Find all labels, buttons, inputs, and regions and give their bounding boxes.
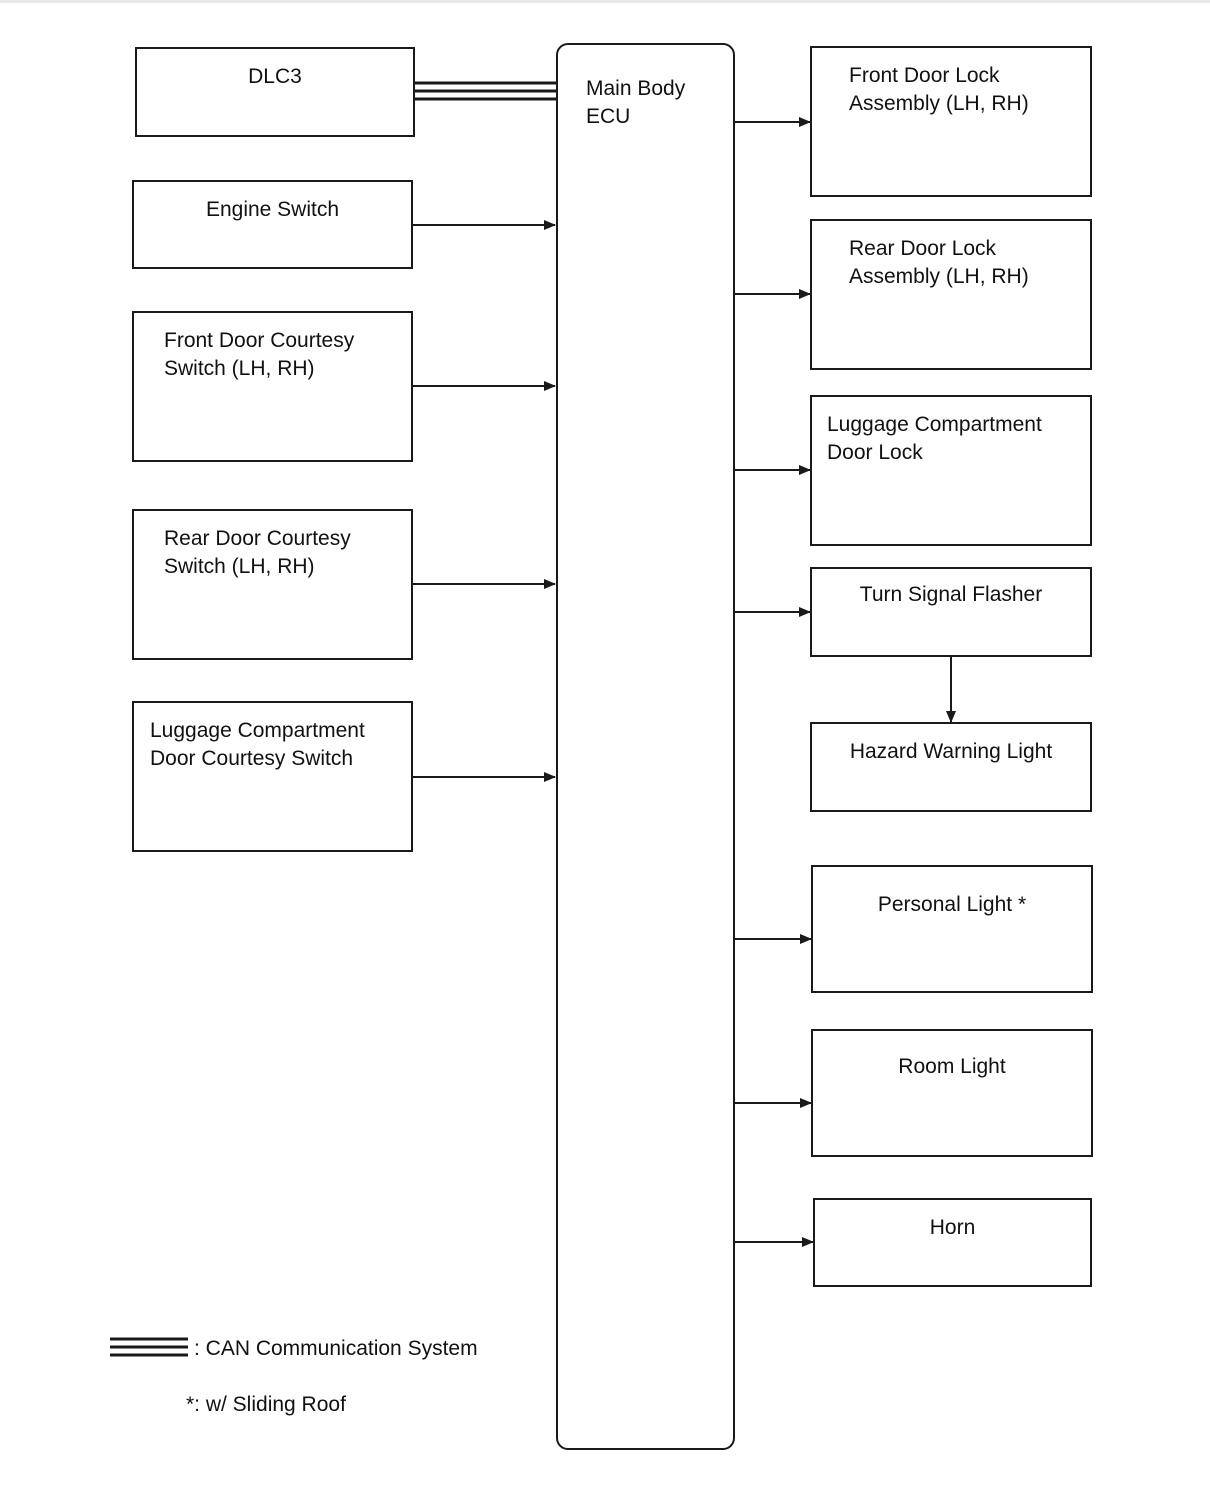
dlc3-box: DLC3 [135,47,415,137]
front-door-lock-assembly-box: Front Door Lock Assembly (LH, RH) [810,46,1092,197]
horn-box: Horn [813,1198,1092,1287]
room-light-label: Room Light [898,1055,1006,1078]
rear-door-lock-line2: Assembly (LH, RH) [849,265,1029,288]
front-door-lock-line1: Front Door Lock [849,64,1000,87]
room-light-box: Room Light [811,1029,1093,1157]
rear-door-courtesy-line1: Rear Door Courtesy [164,527,351,550]
ecu-label-line2: ECU [586,105,631,128]
turn-signal-flasher-box: Turn Signal Flasher [810,567,1092,657]
engine-switch-box: Engine Switch [132,180,413,269]
luggage-door-lock-line1: Luggage Compartment [827,413,1042,436]
luggage-door-courtesy-switch-box: Luggage Compartment Door Courtesy Switch [132,701,413,852]
rear-door-courtesy-switch-box: Rear Door Courtesy Switch (LH, RH) [132,509,413,660]
hazard-warning-light-box: Hazard Warning Light [810,722,1092,812]
luggage-door-lock-line2: Door Lock [827,441,923,464]
engine-switch-label: Engine Switch [205,198,340,221]
horn-label: Horn [929,1216,976,1239]
ecu-label-line1: Main Body [586,77,686,100]
rear-door-lock-line1: Rear Door Lock [849,237,997,260]
front-door-courtesy-switch-box: Front Door Courtesy Switch (LH, RH) [132,311,413,462]
dlc3-label: DLC3 [248,65,302,88]
rear-door-lock-assembly-box: Rear Door Lock Assembly (LH, RH) [810,219,1092,370]
personal-light-label: Personal Light * [877,893,1027,916]
hazard-warning-light-label: Hazard Warning Light [849,740,1053,763]
front-door-courtesy-line2: Switch (LH, RH) [164,357,315,380]
top-border [0,0,1210,3]
legend-sliding-roof-note: *: w/ Sliding Roof [186,1393,346,1416]
luggage-courtesy-line2: Door Courtesy Switch [150,747,354,770]
can-bus-line [414,81,557,101]
luggage-courtesy-line1: Luggage Compartment [150,719,365,742]
rear-door-courtesy-line2: Switch (LH, RH) [164,555,315,578]
legend-can-text: : CAN Communication System [194,1337,478,1360]
main-body-ecu-box: Main Body ECU [556,43,735,1450]
legend-can-symbol [110,1337,188,1357]
personal-light-box: Personal Light * [811,865,1093,993]
front-door-courtesy-line1: Front Door Courtesy [164,329,355,352]
turn-signal-flasher-label: Turn Signal Flasher [859,583,1043,606]
front-door-lock-line2: Assembly (LH, RH) [849,92,1029,115]
luggage-door-lock-box: Luggage Compartment Door Lock [810,395,1092,546]
